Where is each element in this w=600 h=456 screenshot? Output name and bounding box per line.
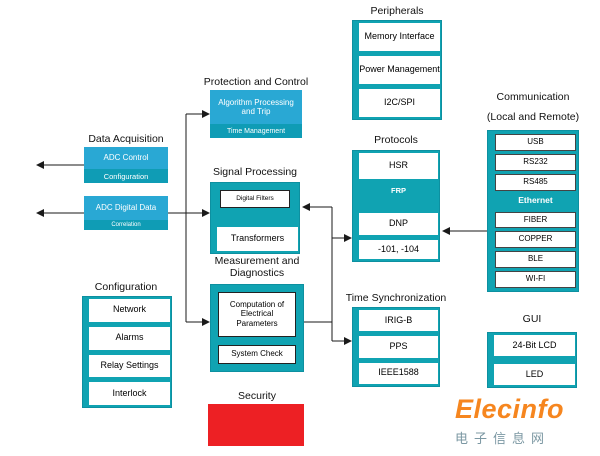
computation-box: Computation of Electrical Parameters	[218, 292, 296, 337]
communication-item-usb: USB	[495, 134, 576, 151]
signal-processing-box: Digital Filters Transformers	[210, 182, 300, 254]
communication-box: USB RS232 RS485 Ethernet FIBER COPPER BL…	[487, 130, 579, 292]
configuration-item-network: Network	[89, 299, 170, 322]
protection-box: Algorithm Processing and Trip Time Manag…	[210, 90, 302, 138]
communication-item-copper: COPPER	[495, 231, 576, 249]
digital-filters-box: Digital Filters	[220, 190, 290, 208]
protocols-item-101-104: -101, -104	[359, 240, 438, 259]
peripherals-box: Memory Interface Power Management I2C/SP…	[352, 20, 442, 120]
signal-processing-title: Signal Processing	[212, 166, 298, 178]
gui-item-led: LED	[494, 364, 575, 385]
communication-item-ble: BLE	[495, 251, 576, 269]
communication-item-wifi: WI-FI	[495, 271, 576, 288]
protocols-item-hsr: HSR	[359, 153, 438, 180]
data-acquisition-title: Data Acquisition	[88, 133, 164, 145]
adc-digital-label: ADC Digital Data	[95, 203, 157, 213]
communication-item-rs485: RS485	[495, 173, 576, 191]
security-box	[208, 404, 304, 446]
configuration-title: Configuration	[94, 281, 158, 293]
peripherals-item-power-management: Power Management	[359, 56, 440, 84]
system-check-box: System Check	[218, 344, 296, 364]
measurement-title: Measurement and Diagnostics	[214, 255, 300, 280]
gui-box: 24-Bit LCD LED	[487, 332, 577, 388]
time-sync-item-pps: PPS	[359, 336, 438, 358]
configuration-item-relay-settings: Relay Settings	[89, 354, 170, 378]
adc-digital-sub-label: Correlation	[84, 220, 168, 230]
time-sync-title: Time Synchronization	[345, 292, 447, 304]
watermark-brand: Elecinfo	[455, 394, 565, 424]
configuration-item-interlock: Interlock	[89, 382, 170, 405]
communication-item-ethernet: Ethernet	[495, 193, 576, 209]
adc-control-sub-label: Configuration	[84, 169, 168, 183]
transformers-label: Transformers	[217, 227, 298, 251]
adc-digital-box: ADC Digital Data Correlation	[84, 196, 168, 230]
adc-control-box: ADC Control Configuration	[84, 147, 168, 183]
communication-title: Communication	[496, 91, 570, 103]
time-sync-item-ieee1588: IEEE1588	[359, 362, 438, 384]
time-sync-box: IRIG-B PPS IEEE1588	[352, 307, 440, 387]
watermark: Elecinfo 电子信息网	[455, 394, 600, 447]
peripherals-item-i2c-spi: I2C/SPI	[359, 89, 440, 117]
adc-control-label: ADC Control	[103, 153, 149, 163]
gui-title: GUI	[522, 313, 542, 325]
communication-subtitle: (Local and Remote)	[486, 111, 580, 123]
peripherals-title: Peripherals	[370, 5, 424, 17]
watermark-subtitle: 电子信息网	[455, 431, 551, 446]
security-title: Security	[238, 390, 276, 402]
time-sync-item-irig-b: IRIG-B	[359, 310, 438, 332]
measurement-box: Computation of Electrical Parameters Sys…	[210, 284, 304, 372]
peripherals-item-memory-interface: Memory Interface	[359, 23, 440, 51]
protocols-box: HSR FRP DNP -101, -104	[352, 150, 440, 262]
configuration-box: Network Alarms Relay Settings Interlock	[82, 296, 172, 408]
protocols-item-frp: FRP	[359, 184, 438, 199]
gui-item-lcd: 24-Bit LCD	[494, 335, 575, 356]
protection-sub-label: Time Management	[210, 124, 302, 138]
protocols-item-dnp: DNP	[359, 213, 438, 236]
configuration-item-alarms: Alarms	[89, 326, 170, 350]
communication-item-fiber: FIBER	[495, 211, 576, 229]
protocols-title: Protocols	[374, 134, 418, 146]
communication-item-rs232: RS232	[495, 153, 576, 171]
protection-title: Protection and Control	[203, 76, 309, 88]
protection-label: Algorithm Processing and Trip	[218, 97, 294, 116]
